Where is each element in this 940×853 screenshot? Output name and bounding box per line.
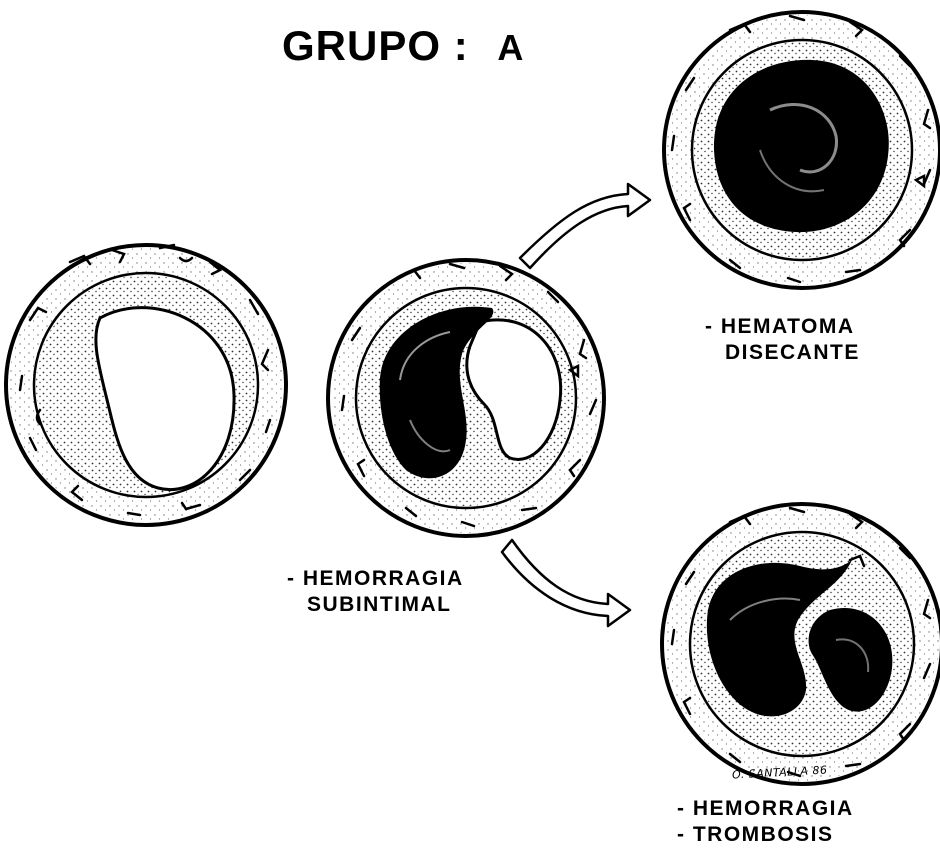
label-line: - HEMORRAGIA bbox=[287, 567, 464, 590]
label-line: - TROMBOSIS bbox=[677, 822, 854, 848]
vessel-thrombosis bbox=[662, 504, 940, 784]
label-line: - HEMATOMA bbox=[705, 315, 855, 338]
diagram-title: GRUPO : A bbox=[282, 22, 524, 70]
label-dissecting-hematoma: - HEMATOMA DISECANTE bbox=[705, 314, 860, 366]
vessel-normal bbox=[6, 245, 286, 525]
label-line: DISECANTE bbox=[705, 340, 860, 366]
arrow-to-thrombosis bbox=[502, 540, 630, 626]
arrow-to-hematoma bbox=[520, 184, 650, 268]
title-text: GRUPO bbox=[282, 22, 441, 69]
label-hemorrhage-thrombosis: - HEMORRAGIA - TROMBOSIS bbox=[677, 796, 854, 848]
vessel-subintimal-hemorrhage bbox=[328, 260, 604, 536]
vessel-dissecting-hematoma bbox=[664, 12, 940, 288]
hematoma-mass bbox=[714, 60, 889, 232]
title-letter: A bbox=[497, 27, 524, 68]
title-separator: : bbox=[454, 22, 469, 69]
label-line: - HEMORRAGIA bbox=[677, 796, 854, 822]
label-line: SUBINTIMAL bbox=[287, 592, 464, 618]
label-subintimal-hemorrhage: - HEMORRAGIA SUBINTIMAL bbox=[287, 566, 464, 618]
